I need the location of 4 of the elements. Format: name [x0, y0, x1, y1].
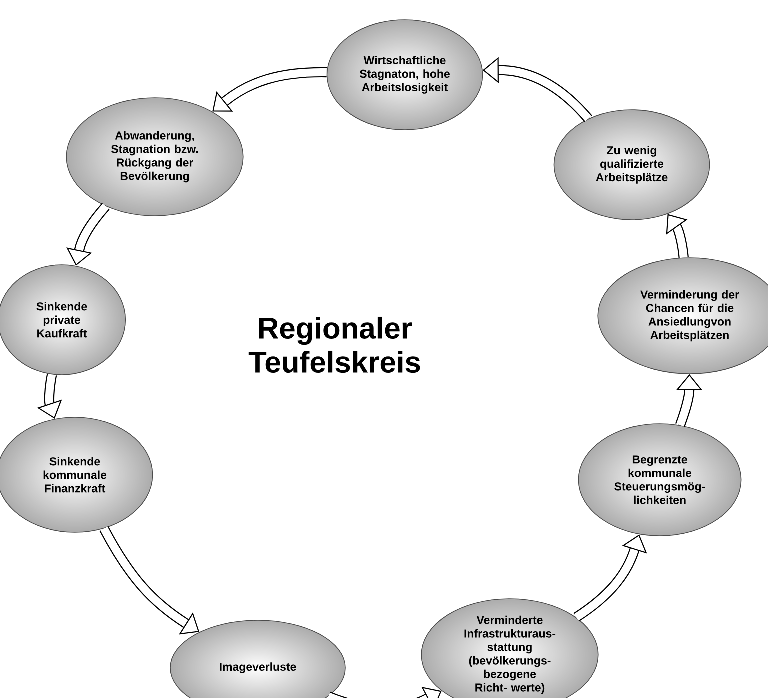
block-arrow [212, 67, 327, 112]
center-title: Regionaler Teufelskreis [248, 316, 420, 374]
block-arrow [326, 686, 442, 698]
block-arrow [666, 214, 689, 258]
